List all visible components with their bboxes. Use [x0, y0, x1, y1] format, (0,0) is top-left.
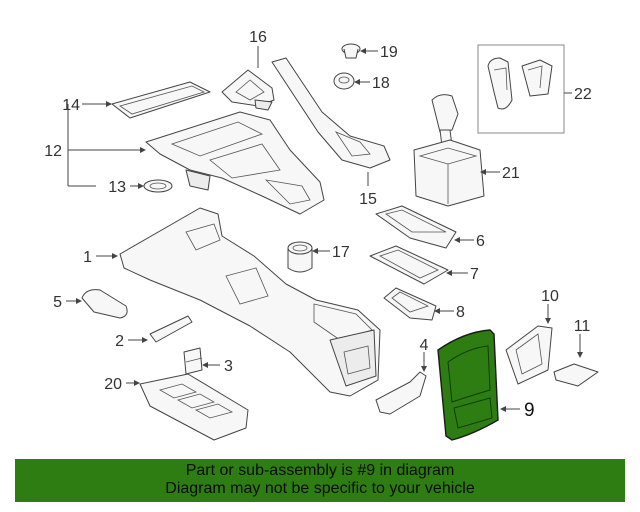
part-17-cup-holder[interactable]	[287, 241, 313, 273]
callout-14: 14	[62, 97, 80, 114]
callout-7: 7	[470, 266, 479, 283]
callout-17: 17	[332, 244, 350, 261]
part-12-console-trim[interactable]	[145, 111, 325, 215]
part-10-trim-frame[interactable]	[505, 325, 553, 385]
callout-19: 19	[380, 44, 398, 61]
callout-4: 4	[420, 337, 429, 354]
callout-15: 15	[359, 191, 377, 208]
part-13-pad[interactable]	[143, 179, 173, 193]
banner-line-2: Diagram may not be specific to your vehi…	[165, 480, 475, 497]
callout-10: 10	[541, 288, 559, 305]
callout-5: 5	[53, 294, 62, 311]
part-6-tray[interactable]	[375, 205, 457, 249]
callout-22: 22	[574, 86, 592, 103]
leader-12	[67, 104, 142, 187]
part-2-bracket[interactable]	[149, 315, 193, 343]
callout-8: 8	[456, 304, 465, 321]
callout-1: 1	[83, 249, 92, 266]
callout-6: 6	[476, 233, 485, 250]
part-22-trim-set[interactable]	[477, 44, 565, 134]
part-1-console[interactable]	[119, 207, 381, 397]
part-19-clip[interactable]	[341, 43, 361, 59]
part-9-rear-panel-highlighted[interactable]	[437, 329, 499, 441]
part-4-bracket[interactable]	[375, 371, 427, 415]
callout-13: 13	[108, 179, 126, 196]
part-20-switch-panel[interactable]	[139, 373, 249, 441]
part-8-bin[interactable]	[383, 287, 437, 321]
part-15-side-trim[interactable]	[271, 57, 391, 169]
banner-line-1: Part or sub-assembly is #9 in diagram	[185, 462, 455, 479]
part-11-small-tray[interactable]	[553, 363, 599, 387]
callout-18: 18	[372, 75, 390, 92]
part-18-grommet[interactable]	[333, 72, 355, 90]
callout-20: 20	[104, 376, 122, 393]
callout-21: 21	[502, 165, 520, 182]
part-5-end-cap[interactable]	[81, 289, 128, 319]
part-21-shifter[interactable]	[413, 94, 485, 207]
callout-9: 9	[524, 400, 535, 421]
callout-11: 11	[574, 318, 591, 335]
info-banner: Part or sub-assembly is #9 in diagram Di…	[15, 459, 625, 502]
part-3-bracket[interactable]	[183, 347, 203, 375]
callout-16: 16	[249, 29, 267, 46]
callout-2: 2	[115, 333, 124, 350]
part-7-mat[interactable]	[369, 245, 449, 285]
callout-3: 3	[224, 358, 233, 375]
callout-12: 12	[44, 143, 62, 160]
parts-diagram: 16 19 18 22 14 12	[44, 29, 599, 441]
part-16-shifter-bezel[interactable]	[221, 69, 275, 111]
part-14-mat[interactable]	[111, 81, 211, 119]
